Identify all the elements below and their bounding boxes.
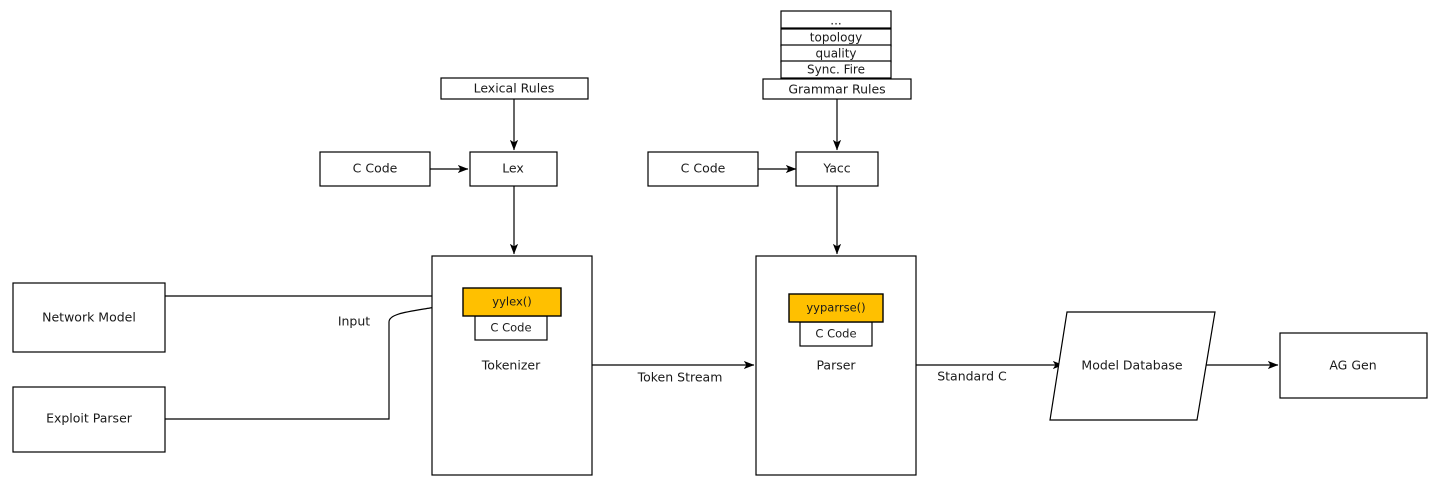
edge-exploit-parser-to-yylex	[165, 299, 463, 420]
node-parser-c-code[interactable]	[799, 321, 873, 347]
edge-label-token-stream: Token Stream	[637, 370, 723, 385]
node-parser-c-code-label: C Code	[815, 327, 856, 341]
node-network-model-label: Network Model	[42, 310, 136, 325]
node-network-model[interactable]	[12, 282, 166, 353]
node-lexical-rules[interactable]	[440, 77, 589, 100]
node-c-code-lex[interactable]	[319, 151, 431, 187]
node-model-database-label: Model Database	[1081, 358, 1182, 373]
node-parser-label: Parser	[816, 358, 856, 373]
grammar-stack-item-3[interactable]	[780, 60, 892, 79]
node-tokenizer-c-code-label: C Code	[490, 321, 531, 335]
grammar-stack-label-3: Sync. Fire	[807, 63, 865, 77]
node-lex-label: Lex	[502, 161, 524, 176]
node-ag-gen-label: AG Gen	[1329, 358, 1376, 373]
node-parser[interactable]	[755, 255, 917, 476]
node-parser-yyparse-label: yyparrse()	[806, 301, 865, 315]
node-exploit-parser[interactable]	[12, 386, 166, 453]
grammar-stack-label-1: topology	[810, 31, 862, 45]
node-exploit-parser-label: Exploit Parser	[46, 411, 133, 426]
node-c-code-lex-label: C Code	[353, 161, 398, 176]
node-c-code-yacc-label: C Code	[681, 161, 726, 176]
grammar-stack-label-2: quality	[815, 47, 856, 61]
node-ag-gen[interactable]	[1279, 332, 1428, 399]
edge-label-input: Input	[338, 314, 370, 329]
node-tokenizer-yylex[interactable]	[462, 287, 562, 317]
node-yacc[interactable]	[795, 151, 879, 187]
grammar-rules-stack: ... topology quality Sync. Fire	[780, 10, 892, 79]
node-model-database[interactable]	[1049, 311, 1216, 421]
node-grammar-rules-label: Grammar Rules	[788, 82, 885, 97]
node-tokenizer-label: Tokenizer	[481, 358, 541, 373]
grammar-stack-label-0: ...	[830, 14, 841, 28]
node-tokenizer-c-code[interactable]	[474, 315, 548, 341]
node-parser-yyparse[interactable]	[788, 293, 884, 323]
node-tokenizer-yylex-label: yylex()	[492, 295, 531, 309]
node-grammar-rules[interactable]	[762, 78, 912, 100]
node-c-code-yacc[interactable]	[647, 151, 759, 187]
grammar-stack-item-0[interactable]	[780, 10, 892, 29]
node-lexical-rules-label: Lexical Rules	[474, 81, 555, 96]
edge-label-standard-c: Standard C	[937, 369, 1007, 384]
node-lex[interactable]	[469, 151, 558, 187]
node-yacc-label: Yacc	[822, 161, 850, 176]
